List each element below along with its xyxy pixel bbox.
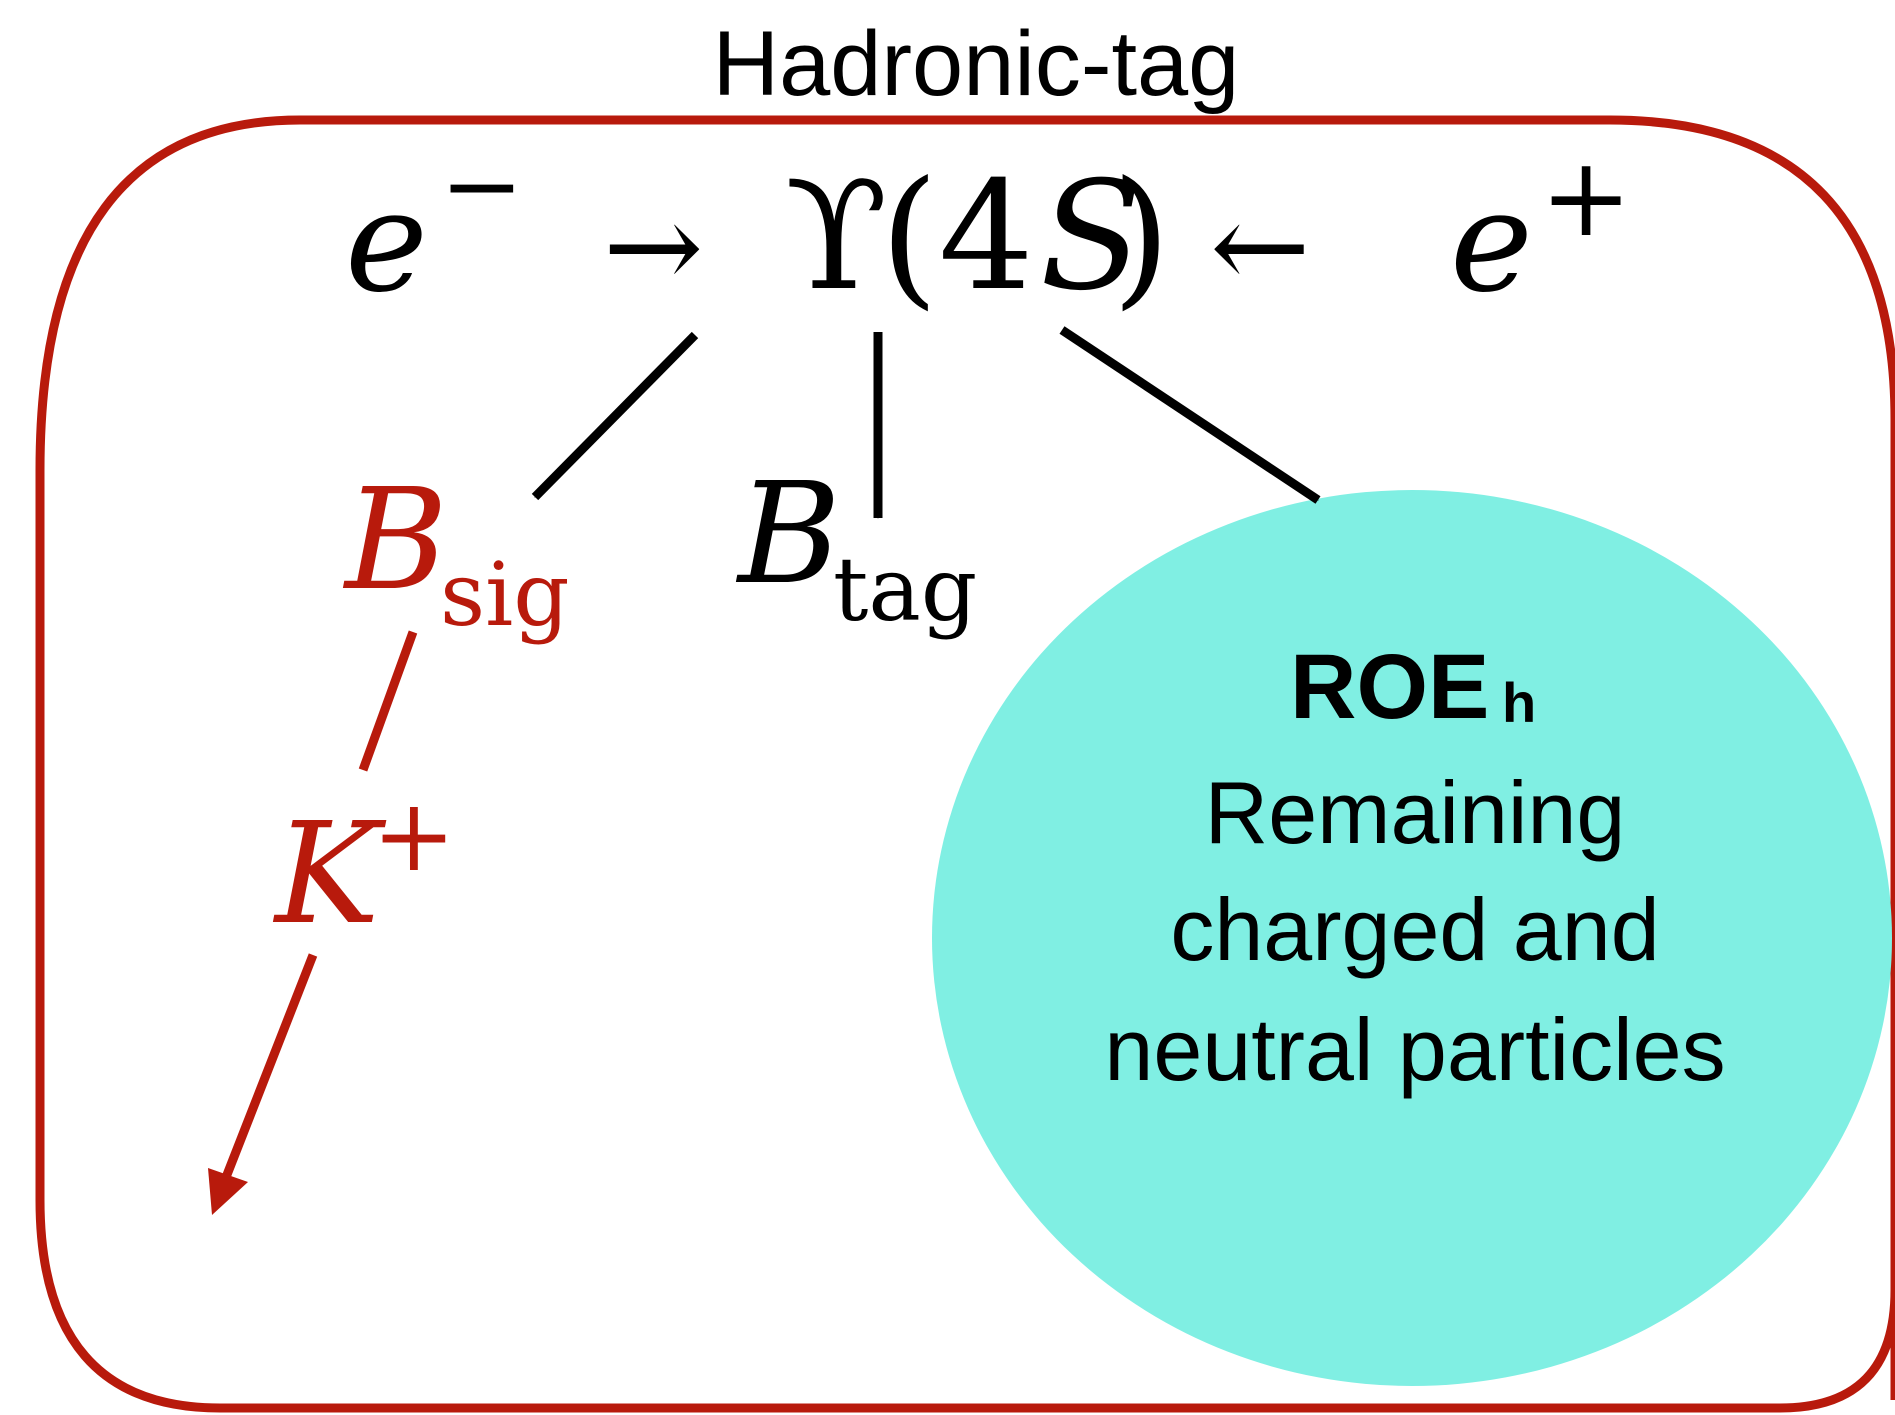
bsig-symbol: B <box>342 459 448 622</box>
kaon-charge: + <box>372 777 456 894</box>
arrow-left-symbol: ← <box>1210 178 1311 317</box>
arrow-right-symbol: → <box>603 178 704 317</box>
upsilon-close-paren: ) <box>1112 150 1171 324</box>
arrow-to-roe <box>1059 326 1321 504</box>
electron-symbol: e <box>345 161 428 324</box>
diagram-title: Hadronic-tag <box>713 13 1240 115</box>
positron-symbol: e <box>1450 161 1533 324</box>
hadronic-tag-frame <box>35 115 1895 1413</box>
bsig-subscript: sig <box>440 543 570 646</box>
btag-symbol: B <box>735 453 841 616</box>
upsilon-state-s: S <box>1040 150 1143 324</box>
bsig-to-kaon-line <box>358 630 418 772</box>
arrow-to-bsig <box>531 331 699 501</box>
btag-subscript: tag <box>833 538 977 641</box>
upsilon-open-paren: (4 <box>880 150 1034 324</box>
electron-charge: − <box>440 127 524 244</box>
roe-label: ROE <box>1290 636 1489 738</box>
roe-description-line-3: neutral particles <box>1104 1000 1725 1099</box>
roe-description-line-1: Remaining <box>1205 763 1626 862</box>
roe-label-subscript: h <box>1502 671 1536 734</box>
positron-charge: + <box>1540 133 1632 261</box>
kaon-arrow-shaft <box>218 953 318 1187</box>
kaon-symbol: K <box>272 793 387 956</box>
roe-circle <box>932 490 1892 1386</box>
upsilon-symbol: ϒ <box>785 150 888 324</box>
kaon-arrow-head <box>208 1168 248 1215</box>
roe-description-line-2: charged and <box>1170 880 1659 979</box>
